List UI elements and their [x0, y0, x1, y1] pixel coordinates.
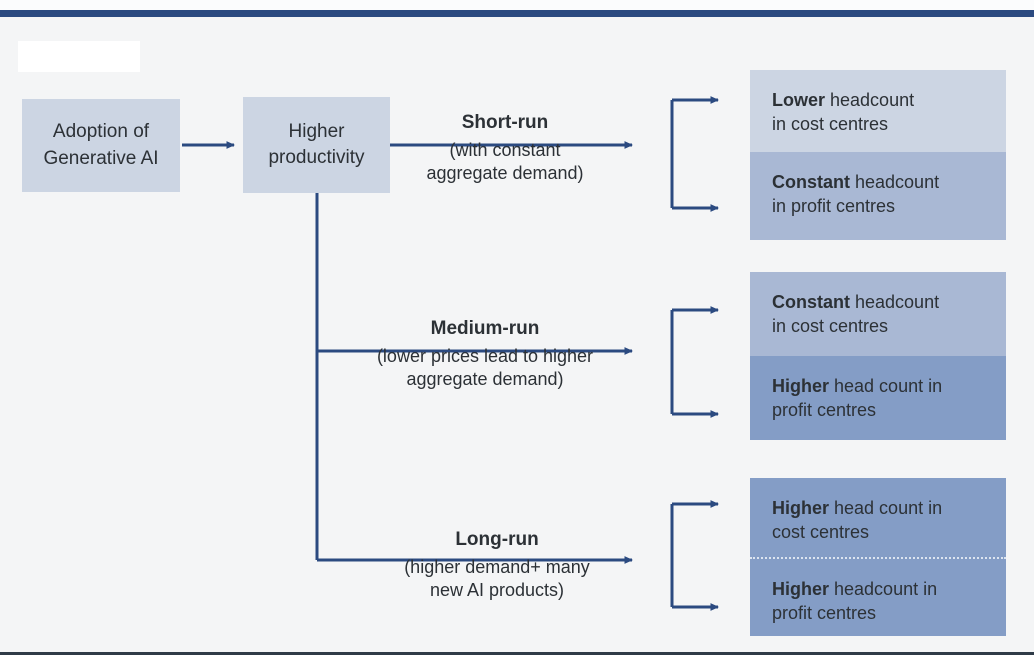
top-margin-strip: [0, 0, 1034, 10]
branch-label-medium-run-sub: (lower prices lead to higher aggregate d…: [330, 345, 640, 391]
branch-sub-line2: aggregate demand): [406, 368, 564, 389]
branch-label-long-run-title: Long-run: [455, 529, 539, 550]
bottom-accent-rule: [0, 652, 1034, 655]
branch-label-short-run-sub: (with constant aggregate demand): [372, 139, 638, 185]
branch-label-long-run: Long-run (higher demand+ many new AI pro…: [352, 529, 642, 602]
outcome-medium-run-profit-centres: Higher head count in profit centres: [750, 356, 1006, 440]
branch-sub-line2: new AI products): [429, 579, 565, 600]
node-adoption-line2: Generative AI: [43, 147, 159, 169]
bottom-margin-strip: [0, 655, 1034, 664]
outcome-line2: in cost centres: [772, 316, 889, 337]
outcome-short-run-cost-centres: Lower headcount in cost centres: [750, 70, 1006, 152]
outcome-emphasis: Lower: [772, 90, 826, 110]
outcome-short-run-profit-centres: Constant headcount in profit centres: [750, 152, 1006, 240]
branch-sub-line1: (lower prices lead to higher: [376, 345, 594, 366]
branch-label-short-run: Short-run (with constant aggregate deman…: [372, 112, 638, 185]
outcome-rest: head count in: [829, 498, 943, 518]
outcome-medium-run-cost-centres: Constant headcount in cost centres: [750, 272, 1006, 356]
outcome-line2: in cost centres: [772, 114, 889, 135]
branch-label-short-run-title: Short-run: [461, 112, 549, 133]
outcome-emphasis: Constant: [772, 292, 850, 312]
branch-label-long-run-sub: (higher demand+ many new AI products): [352, 556, 642, 602]
node-productivity-line2: productivity: [268, 147, 365, 168]
branch-sub-line2: aggregate demand): [426, 162, 584, 183]
branch-label-medium-run: Medium-run (lower prices lead to higher …: [330, 318, 640, 391]
branch-label-medium-run-title: Medium-run: [430, 318, 540, 339]
node-adoption-line1: Adoption of: [52, 121, 150, 143]
outcome-rest: headcount: [850, 172, 940, 192]
outcome-rest: head count in: [829, 376, 943, 396]
outcome-line2: cost centres: [772, 522, 870, 543]
node-higher-productivity: Higher productivity: [243, 97, 390, 193]
outcome-line2: profit centres: [772, 400, 877, 421]
outcome-line2: profit centres: [772, 603, 877, 624]
branch-sub-line1: (higher demand+ many: [404, 556, 590, 577]
outcome-emphasis: Higher: [772, 579, 830, 599]
outcome-rest: headcount in: [829, 579, 938, 599]
outcome-line2: in profit centres: [772, 196, 896, 217]
node-productivity-line1: Higher: [288, 120, 345, 142]
top-accent-rule: [0, 10, 1034, 17]
outcome-long-run-group: Higher head count in cost centres Higher…: [750, 478, 1006, 636]
node-adoption-generative-ai: Adoption of Generative AI: [22, 99, 180, 192]
title-plate-blank: [18, 41, 140, 72]
outcome-rest: headcount: [850, 292, 940, 312]
outcome-rest: headcount: [825, 90, 915, 110]
outcome-emphasis: Higher: [772, 376, 830, 396]
outcome-emphasis: Constant: [772, 172, 850, 192]
branch-sub-line1: (with constant: [449, 139, 561, 160]
outcome-long-run-profit-centres: Higher headcount in profit centres: [750, 557, 1006, 636]
outcome-long-run-cost-centres: Higher head count in cost centres: [750, 478, 1006, 557]
outcome-emphasis: Higher: [772, 498, 830, 518]
